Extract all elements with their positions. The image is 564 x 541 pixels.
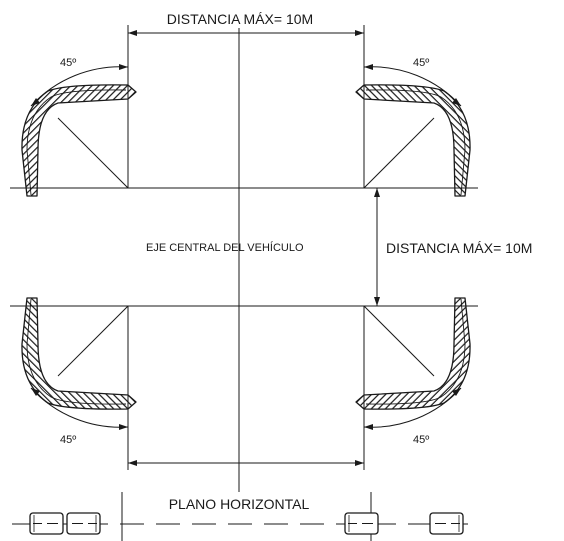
side-mirror-left-body [29,512,64,535]
angle-label-top-left: 45º [60,57,76,69]
diagonal-top-left [57,117,129,189]
side-distance-label: DISTANCIA MÁX= 10M [386,240,532,256]
horizontal-plane-label: PLANO HORIZONTAL [169,496,310,512]
side-distance-dimension [374,188,380,306]
side-mirror-left [66,512,101,535]
angle-label-top-right: 45º [413,57,429,69]
angle-label-bottom-right: 45º [413,434,429,446]
top-distance-label: DISTANCIA MÁX= 10M [167,11,313,27]
bottom-distance-dimension [128,460,364,466]
side-mirror-right-body [429,512,464,535]
diagonal-bottom-right [363,305,435,377]
center-axis-label: EJE CENTRAL DEL VEHÍCULO [146,241,304,254]
side-mirror-right [344,512,379,535]
diagonal-top-right [363,117,435,189]
angle-label-bottom-left: 45º [60,434,76,446]
top-distance-dimension [128,30,364,36]
diagonal-bottom-left [57,305,129,377]
